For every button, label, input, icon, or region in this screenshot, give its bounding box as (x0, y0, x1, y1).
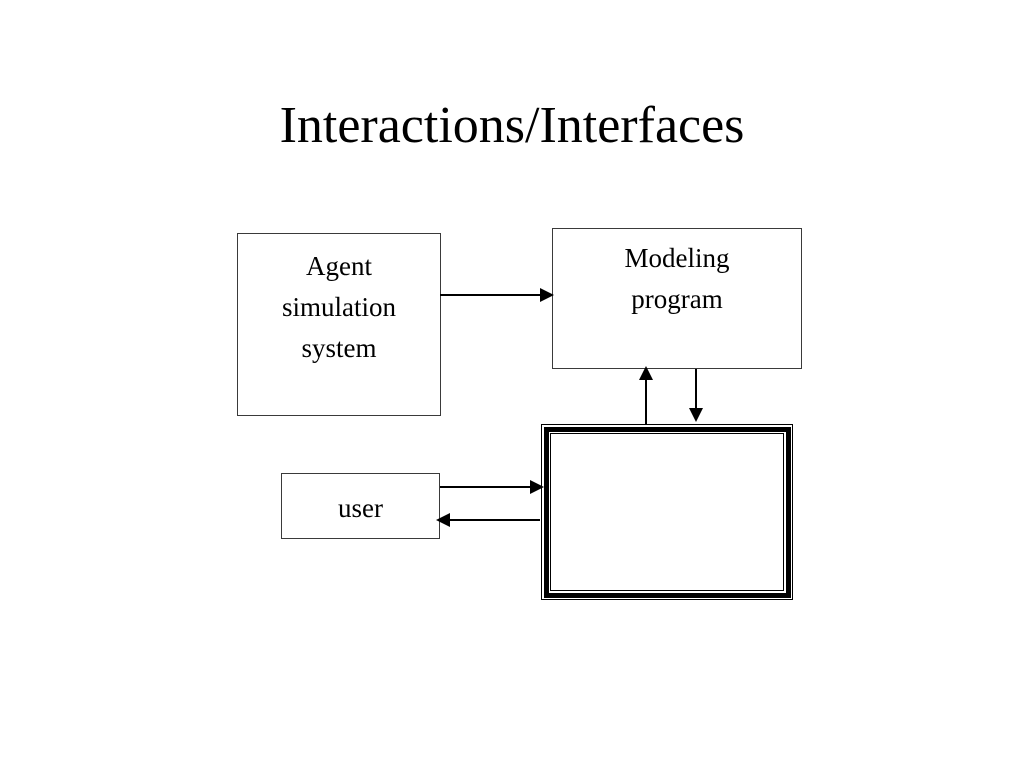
node-agent-simulation-system-label: Agent simulation system (238, 246, 440, 369)
page-title: Interactions/Interfaces (279, 97, 745, 154)
connector-line (449, 519, 540, 521)
node-user-label: user (282, 488, 439, 529)
interface-window-frame-middle (543, 426, 791, 598)
node-agent-simulation-system[interactable]: Agent simulation system (237, 233, 441, 416)
arrow-head-left-icon (436, 513, 450, 527)
arrow-head-right-icon (530, 480, 544, 494)
node-modeling-program[interactable]: Modeling program (552, 228, 802, 369)
arrow-head-up-icon (639, 366, 653, 380)
connector-line (695, 369, 697, 411)
connector-line (440, 294, 542, 296)
node-label-line-2: simulation (282, 292, 396, 322)
arrow-head-down-icon (689, 408, 703, 422)
node-user[interactable]: user (281, 473, 440, 539)
node-modeling-program-label: Modeling program (553, 238, 801, 320)
node-label-line-2: program (631, 284, 723, 314)
connector-line (645, 378, 647, 424)
interface-window-frame-inner (550, 433, 784, 591)
arrow-head-right-icon (540, 288, 554, 302)
connector-line (440, 486, 532, 488)
node-interface-window[interactable] (541, 424, 793, 600)
node-label-line-1: user (338, 493, 383, 523)
node-label-line-3: system (301, 333, 377, 363)
node-label-line-1: Agent (306, 251, 372, 281)
node-label-line-1: Modeling (624, 243, 730, 273)
